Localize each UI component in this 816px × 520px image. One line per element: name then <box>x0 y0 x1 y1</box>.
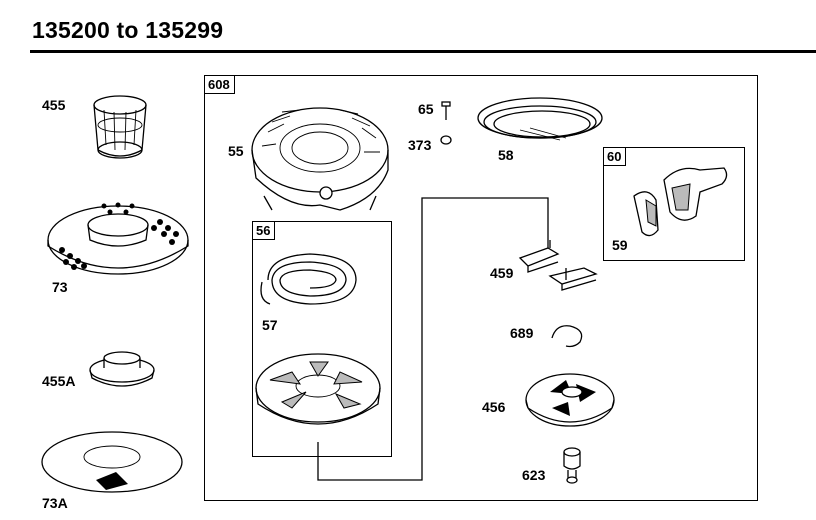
part-623-drawing <box>563 447 581 484</box>
label-57: 57 <box>262 317 278 333</box>
label-456: 456 <box>482 399 506 415</box>
label-623: 623 <box>522 467 546 483</box>
label-58: 58 <box>498 147 514 163</box>
assembly-tag-608: 608 <box>205 76 235 94</box>
leader-line <box>317 197 549 481</box>
label-73: 73 <box>52 279 68 295</box>
assembly-tag-56: 56 <box>253 222 276 240</box>
assembly-tag-60: 60 <box>604 148 627 166</box>
part-56-pulley-drawing <box>255 353 381 425</box>
part-373-drawing <box>440 135 452 145</box>
label-65: 65 <box>418 101 434 117</box>
part-59-drawing <box>633 167 728 237</box>
assembly-frame-608 <box>204 75 758 501</box>
part-55-drawing <box>251 107 389 211</box>
label-373: 373 <box>408 137 432 153</box>
part-456-drawing <box>525 373 615 427</box>
label-459: 459 <box>490 265 514 281</box>
label-73A: 73A <box>42 495 68 511</box>
part-455-drawing <box>93 95 147 159</box>
part-455A-drawing <box>89 351 155 387</box>
label-455A: 455A <box>42 373 76 389</box>
label-59: 59 <box>612 237 628 253</box>
label-455: 455 <box>42 97 66 113</box>
part-689-drawing <box>551 325 583 348</box>
label-689: 689 <box>510 325 534 341</box>
part-58-drawing <box>477 97 603 141</box>
part-65-drawing <box>441 101 451 120</box>
part-73A-drawing <box>41 431 183 493</box>
part-459-drawing <box>518 240 598 291</box>
assembly-frame-56 <box>252 221 392 457</box>
assembly-frame-60 <box>603 147 745 261</box>
part-57-drawing <box>260 253 357 305</box>
label-55: 55 <box>228 143 244 159</box>
part-73-drawing <box>47 202 189 275</box>
page-title: 135200 to 135299 <box>32 17 224 43</box>
title-rule <box>30 50 816 53</box>
